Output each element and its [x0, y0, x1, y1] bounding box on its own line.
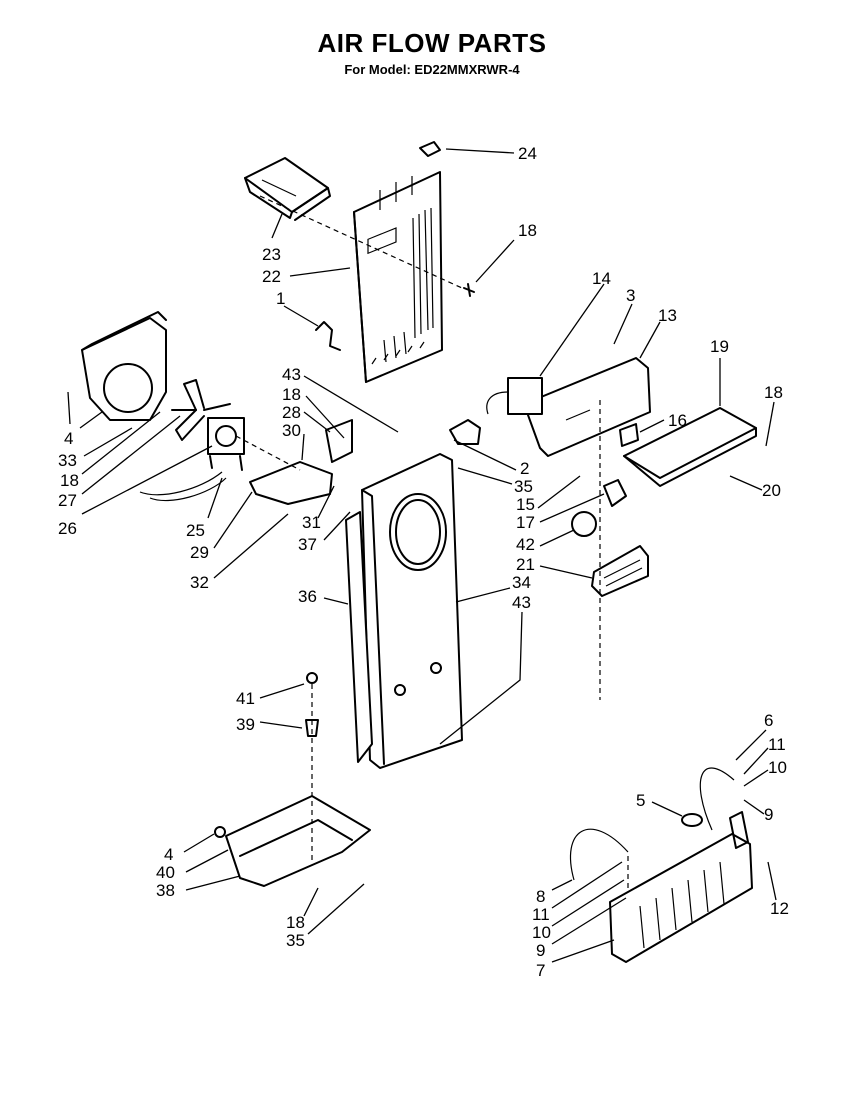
part-38-drain-tray	[214, 795, 371, 887]
callout-label: 6	[764, 711, 773, 730]
callout-label: 10	[532, 923, 551, 942]
callout-label: 5	[636, 791, 645, 810]
part-21-lens	[591, 545, 649, 597]
callout-label: 41	[236, 689, 255, 708]
part-27-fan-blade	[171, 379, 231, 441]
callout-label: 12	[770, 899, 789, 918]
callout-label: 16	[668, 411, 687, 430]
callout-label: 15	[516, 495, 535, 514]
part-7-defrost-heater	[609, 811, 753, 963]
part-23-duct-cover	[244, 157, 331, 221]
callout-label: 21	[516, 555, 535, 574]
callout-label: 27	[58, 491, 77, 510]
part-14-thermostat	[486, 377, 543, 415]
part-16-bracket	[619, 423, 639, 447]
part-29-bracket	[249, 461, 333, 505]
callout-label: 42	[516, 535, 535, 554]
callout-label: 25	[186, 521, 205, 540]
callout-label: 17	[516, 513, 535, 532]
part-5-connector	[681, 813, 703, 827]
part-36-seal-strip	[345, 511, 373, 763]
part-28-bracket	[325, 419, 353, 463]
callout-label: 4	[164, 845, 173, 864]
part-19-light-shield	[623, 407, 757, 479]
callout-label: 10	[768, 758, 787, 777]
callout-label: 34	[512, 573, 531, 592]
callout-label: 4	[64, 429, 73, 448]
part-26-fan-motor	[139, 417, 245, 502]
part-41-screw	[306, 672, 318, 684]
callout-label: 18	[764, 383, 783, 402]
callout-label: 23	[262, 245, 281, 264]
fan-shroud	[81, 311, 167, 421]
callout-label: 30	[282, 421, 301, 440]
callout-label: 19	[710, 337, 729, 356]
part-22-vent-panel	[353, 171, 443, 383]
callout-label: 11	[532, 905, 550, 924]
callout-label: 18	[518, 221, 537, 240]
callout-label: 9	[536, 941, 545, 960]
callout-label: 29	[190, 543, 209, 562]
callout-label: 9	[764, 805, 773, 824]
callout-label: 32	[190, 573, 209, 592]
callout-label: 36	[298, 587, 317, 606]
callout-label: 18	[282, 385, 301, 404]
callout-label: 24	[518, 144, 537, 163]
part-17-socket	[603, 479, 627, 507]
callout-label: 31	[302, 513, 321, 532]
callout-label: 28	[282, 403, 301, 422]
callout-labels: 24 18 23 22 1 14 3 13 19 18 43 18 28 30 …	[58, 144, 789, 980]
callout-label: 22	[262, 267, 281, 286]
callout-label: 13	[658, 306, 677, 325]
part-39-grommet	[305, 719, 319, 737]
callout-label: 11	[768, 735, 786, 754]
callout-label: 18	[60, 471, 79, 490]
part-24-clip	[419, 141, 441, 157]
part-13-light-bracket	[523, 357, 651, 457]
model-subtitle: For Model: ED22MMXRWR-4	[344, 62, 520, 77]
callout-label: 8	[536, 887, 545, 906]
part-42-bulb	[571, 511, 597, 537]
part-1-harness	[315, 321, 341, 351]
callout-label: 26	[58, 519, 77, 538]
callout-label: 35	[514, 477, 533, 496]
callout-label: 3	[626, 286, 635, 305]
callout-label: 37	[298, 535, 317, 554]
callout-label: 2	[520, 459, 529, 478]
callout-label: 33	[58, 451, 77, 470]
callout-label: 7	[536, 961, 545, 980]
alignment-lines	[235, 195, 629, 900]
part-18-screw-top	[463, 283, 475, 297]
callout-label: 35	[286, 931, 305, 950]
part-6-wire	[699, 767, 735, 831]
callout-label: 18	[286, 913, 305, 932]
callout-label: 43	[512, 593, 531, 612]
part-34-evaporator-cover	[361, 453, 463, 769]
callout-label: 40	[156, 863, 175, 882]
callout-label: 38	[156, 881, 175, 900]
callout-label: 14	[592, 269, 611, 288]
part-8-wire	[569, 828, 629, 881]
callout-label: 1	[276, 289, 285, 308]
callout-label: 43	[282, 365, 301, 384]
page-title: AIR FLOW PARTS	[317, 28, 547, 58]
callout-label: 39	[236, 715, 255, 734]
callout-label: 20	[762, 481, 781, 500]
